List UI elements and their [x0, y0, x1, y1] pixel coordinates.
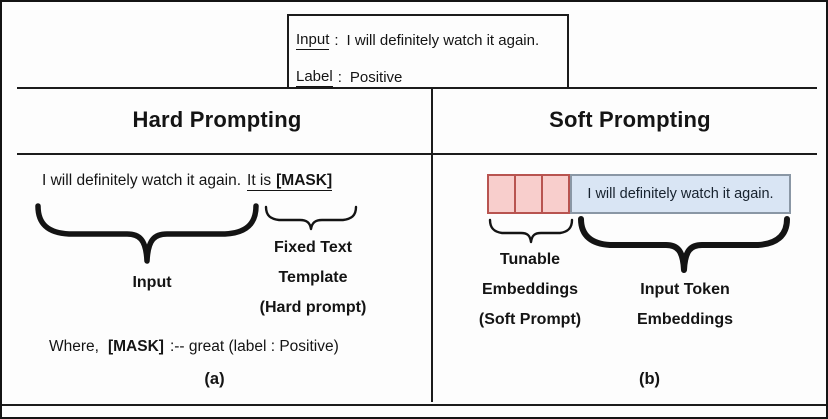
template-label-line3: (Hard prompt) [259, 299, 367, 316]
hard-input-text: I will definitely watch it again. [42, 172, 242, 189]
template-text: It is [247, 172, 272, 189]
mask-token: [MASK] [276, 172, 333, 189]
input-key-label: Input [296, 31, 330, 50]
mask-verbalizer-note: Where, [MASK] :-- great (label : Positive) [49, 338, 339, 356]
input-separator: : [334, 32, 339, 49]
token-label-line1: Input Token [640, 281, 730, 298]
caption-b: (b) [638, 370, 661, 388]
hard-prompting-title: Hard Prompting [132, 107, 302, 132]
example-box: Input : I will definitely watch it again… [287, 14, 569, 89]
token-label-line2: Embeddings [636, 311, 733, 328]
tunable-label-line3: (Soft Prompt) [478, 311, 582, 328]
template-label-line2: Template [278, 269, 348, 286]
label-value-text: Positive [349, 69, 403, 86]
tunable-cell [541, 174, 570, 214]
tunable-cell [487, 174, 516, 214]
tunable-embedding-cells [487, 174, 570, 214]
where-mask-token: [MASK] [107, 338, 164, 355]
caption-a: (a) [204, 370, 225, 388]
tunable-cell [514, 174, 543, 214]
where-mapping-text: :-- great (label : Positive) [169, 338, 339, 355]
input-brace-label: Input [132, 274, 172, 291]
example-label-line: Label : Positive [296, 59, 560, 96]
input-token-brace-label: Input Token Embeddings [601, 275, 769, 335]
soft-prompting-title: Soft Prompting [549, 107, 711, 132]
hard-example-sentence: I will definitely watch it again. It is[M… [42, 172, 333, 191]
tunable-label-line2: Embeddings [481, 281, 578, 298]
label-key-label: Label [296, 68, 333, 87]
input-underbrace [35, 203, 259, 264]
tunable-underbrace [488, 218, 574, 244]
input-value-text: I will definitely watch it again. [346, 32, 540, 49]
bottom-inner-rule [2, 404, 826, 406]
embedded-sentence-text: I will definitely watch it again. [587, 186, 774, 202]
example-input-line: Input : I will definitely watch it again… [296, 22, 560, 59]
tunable-brace-label: Tunable Embeddings (Soft Prompt) [446, 245, 614, 335]
template-brace-label: Fixed Text Template (Hard prompt) [235, 233, 391, 323]
hard-template-phrase: It is[MASK] [247, 172, 333, 191]
where-prefix: Where, [49, 338, 99, 355]
label-separator: : [337, 69, 342, 86]
top-divider-rule [17, 87, 817, 89]
input-token-underbrace [578, 216, 790, 273]
header-divider-rule [17, 153, 817, 155]
column-divider-rule [431, 87, 433, 402]
template-label-line1: Fixed Text [274, 239, 352, 256]
template-underbrace [264, 205, 358, 231]
input-token-embedding-box: I will definitely watch it again. [570, 174, 791, 214]
tunable-label-line1: Tunable [499, 251, 561, 268]
